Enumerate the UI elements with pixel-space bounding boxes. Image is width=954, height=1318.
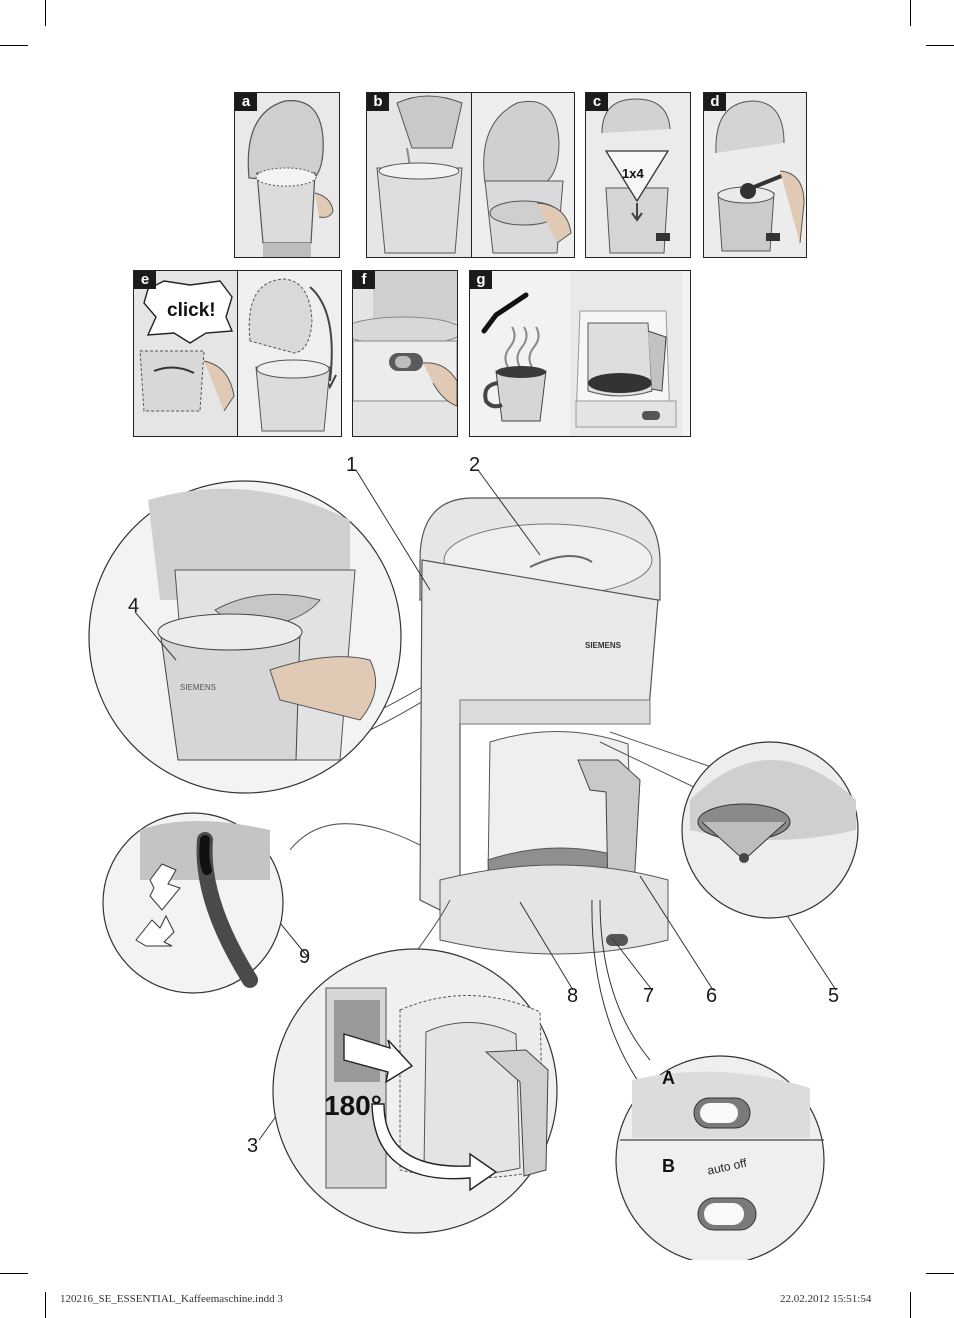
zoom-carafe-rotation	[272, 899, 558, 1234]
coffee-machine-diagram: SIEMENS SIEMENS	[88, 469, 859, 1260]
callout-5: 5	[828, 985, 840, 1007]
switch-state-b-label: B	[662, 1156, 675, 1176]
step-panel-f: f	[352, 270, 458, 437]
step-panel-b: b	[366, 92, 575, 258]
crop-mark-bottom-right-h	[926, 1273, 954, 1274]
panel-label: g	[470, 271, 492, 289]
panel-label: a	[235, 93, 257, 111]
brand-mark: SIEMENS	[180, 683, 216, 692]
step-panel-e: e click!	[133, 270, 342, 437]
crop-mark-bottom-left-v	[45, 1292, 46, 1318]
panel-divider	[237, 271, 238, 436]
callout-4: 4	[128, 595, 140, 617]
footer-timestamp: 22.02.2012 15:51:54	[780, 1293, 872, 1305]
callout-2: 2	[469, 454, 481, 476]
callout-6: 6	[706, 985, 718, 1007]
coffee-machine: SIEMENS	[419, 497, 669, 955]
crop-mark-top-left-v	[45, 0, 46, 26]
crop-mark-top-right-v	[910, 0, 911, 26]
step-panel-c: c 1x4	[585, 92, 691, 258]
panel-label: c	[586, 93, 608, 111]
panel-divider	[471, 93, 472, 257]
footer-file-info: 120216_SE_ESSENTIAL_Kaffeemaschine.indd …	[60, 1293, 283, 1305]
illustration-fill-water	[367, 93, 574, 257]
step-panel-g: g	[469, 270, 691, 437]
step-panel-a: a	[234, 92, 340, 258]
illustration-close-filter-holder	[134, 271, 341, 436]
zoom-water-level	[102, 812, 421, 994]
click-label: click!	[167, 300, 216, 321]
illustration-insert-filter	[586, 93, 690, 257]
callout-3: 3	[247, 1135, 259, 1157]
panel-label: d	[704, 93, 726, 111]
arrow-up-icon	[149, 863, 181, 911]
panel-label: e	[134, 271, 156, 289]
callout-7: 7	[643, 985, 655, 1007]
rotation-label: 180°	[324, 1090, 382, 1121]
illustration-open-lid	[235, 93, 339, 257]
callout-8: 8	[567, 985, 579, 1007]
rotate-arrow-icon	[371, 1103, 498, 1192]
zoom-drip-stop	[599, 731, 859, 919]
callout-1: 1	[346, 454, 358, 476]
callout-9: 9	[299, 946, 311, 968]
machine-brand-label: SIEMENS	[585, 641, 622, 650]
crop-mark-top-right-h	[926, 45, 954, 46]
crop-mark-top-left-h	[0, 45, 28, 46]
crop-mark-bottom-left-h	[0, 1273, 28, 1274]
illustration-add-coffee	[704, 93, 806, 257]
arrow-down-icon	[135, 914, 175, 947]
switch-state-a-label: A	[662, 1068, 675, 1088]
panel-label: f	[353, 271, 375, 289]
crop-mark-bottom-right-v	[910, 1292, 911, 1318]
zoom-switch	[615, 1055, 825, 1260]
illustration-coffee-ready	[470, 271, 690, 436]
filter-size-label: 1x4	[622, 166, 644, 181]
checkmark-icon	[481, 292, 529, 334]
panel-label: b	[367, 93, 389, 111]
push-arrow-icon	[343, 1033, 414, 1084]
zoom-filter-holder: SIEMENS	[88, 480, 402, 794]
illustration-power-switch	[353, 271, 457, 436]
step-panel-d: d	[703, 92, 807, 258]
